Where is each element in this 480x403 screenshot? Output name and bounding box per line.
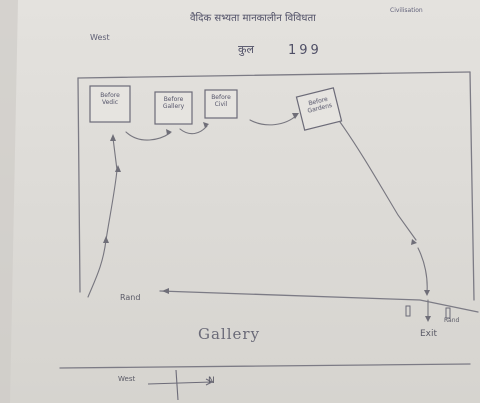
header-line-1-right: Civilisation	[390, 7, 423, 14]
route-seg-4	[125, 131, 171, 141]
gallery-label: Gallery	[198, 325, 261, 343]
route-seg-3	[112, 137, 118, 171]
lower-divider-line	[59, 363, 471, 369]
entrance-label: Rand	[120, 293, 141, 302]
bottom-compass-west: West	[118, 375, 136, 383]
arrowhead-right-2	[203, 122, 209, 128]
arrowhead-right-3	[292, 113, 299, 119]
route-seg-2	[105, 169, 118, 241]
arrowhead-right-1	[166, 129, 172, 135]
exit-door-marks	[405, 305, 451, 319]
room-box-3	[204, 89, 238, 119]
compass-horizontal	[147, 381, 213, 385]
route-seg-8	[417, 247, 428, 293]
bottom-corridor-line	[159, 290, 479, 313]
compass-west-label: West	[90, 33, 110, 42]
right-small-label: Rand	[444, 317, 460, 324]
left-edge-shadow	[0, 0, 18, 403]
room-box-1	[89, 85, 131, 123]
left-wall-line	[77, 77, 81, 293]
room-label-1: Before Vedic	[100, 92, 120, 106]
route-seg-7	[339, 121, 417, 241]
header-line-2-prefix: कुल	[238, 43, 254, 56]
bottom-compass	[147, 369, 214, 401]
header-line-2-value: 199	[288, 43, 322, 58]
arrowhead-up-2	[115, 165, 121, 172]
header-line-1: वैदिक सभ्यता मानकालीन विविधता	[190, 13, 316, 24]
right-wall-line	[469, 71, 475, 301]
visitor-route	[87, 114, 429, 319]
exit-door-left	[405, 305, 411, 317]
compass-vertical	[175, 369, 179, 401]
arrowhead-up	[110, 134, 116, 141]
floor-plan-outline	[59, 71, 479, 369]
room-box-2	[154, 91, 193, 125]
route-seg-1	[87, 239, 107, 298]
arrowhead-up-3	[103, 236, 109, 243]
room-boxes	[89, 85, 343, 131]
route-seg-6	[249, 114, 298, 126]
compass-arrow	[205, 378, 214, 386]
exit-door-right	[445, 307, 451, 319]
arrowhead-left-corridor	[162, 288, 169, 294]
room-box-4	[295, 87, 343, 131]
room-label-2: Before Gallery	[162, 96, 185, 110]
arrowhead-down-1	[411, 239, 417, 245]
exit-label: Exit	[420, 329, 438, 339]
arrowhead-exit	[425, 316, 431, 322]
top-wall-line	[77, 71, 471, 79]
room-label-3: Before Civil	[211, 94, 231, 108]
arrowhead-down-2	[424, 290, 430, 296]
arrowheads	[103, 113, 431, 322]
bottom-compass-north: N	[208, 376, 215, 386]
route-seg-5	[179, 125, 208, 135]
